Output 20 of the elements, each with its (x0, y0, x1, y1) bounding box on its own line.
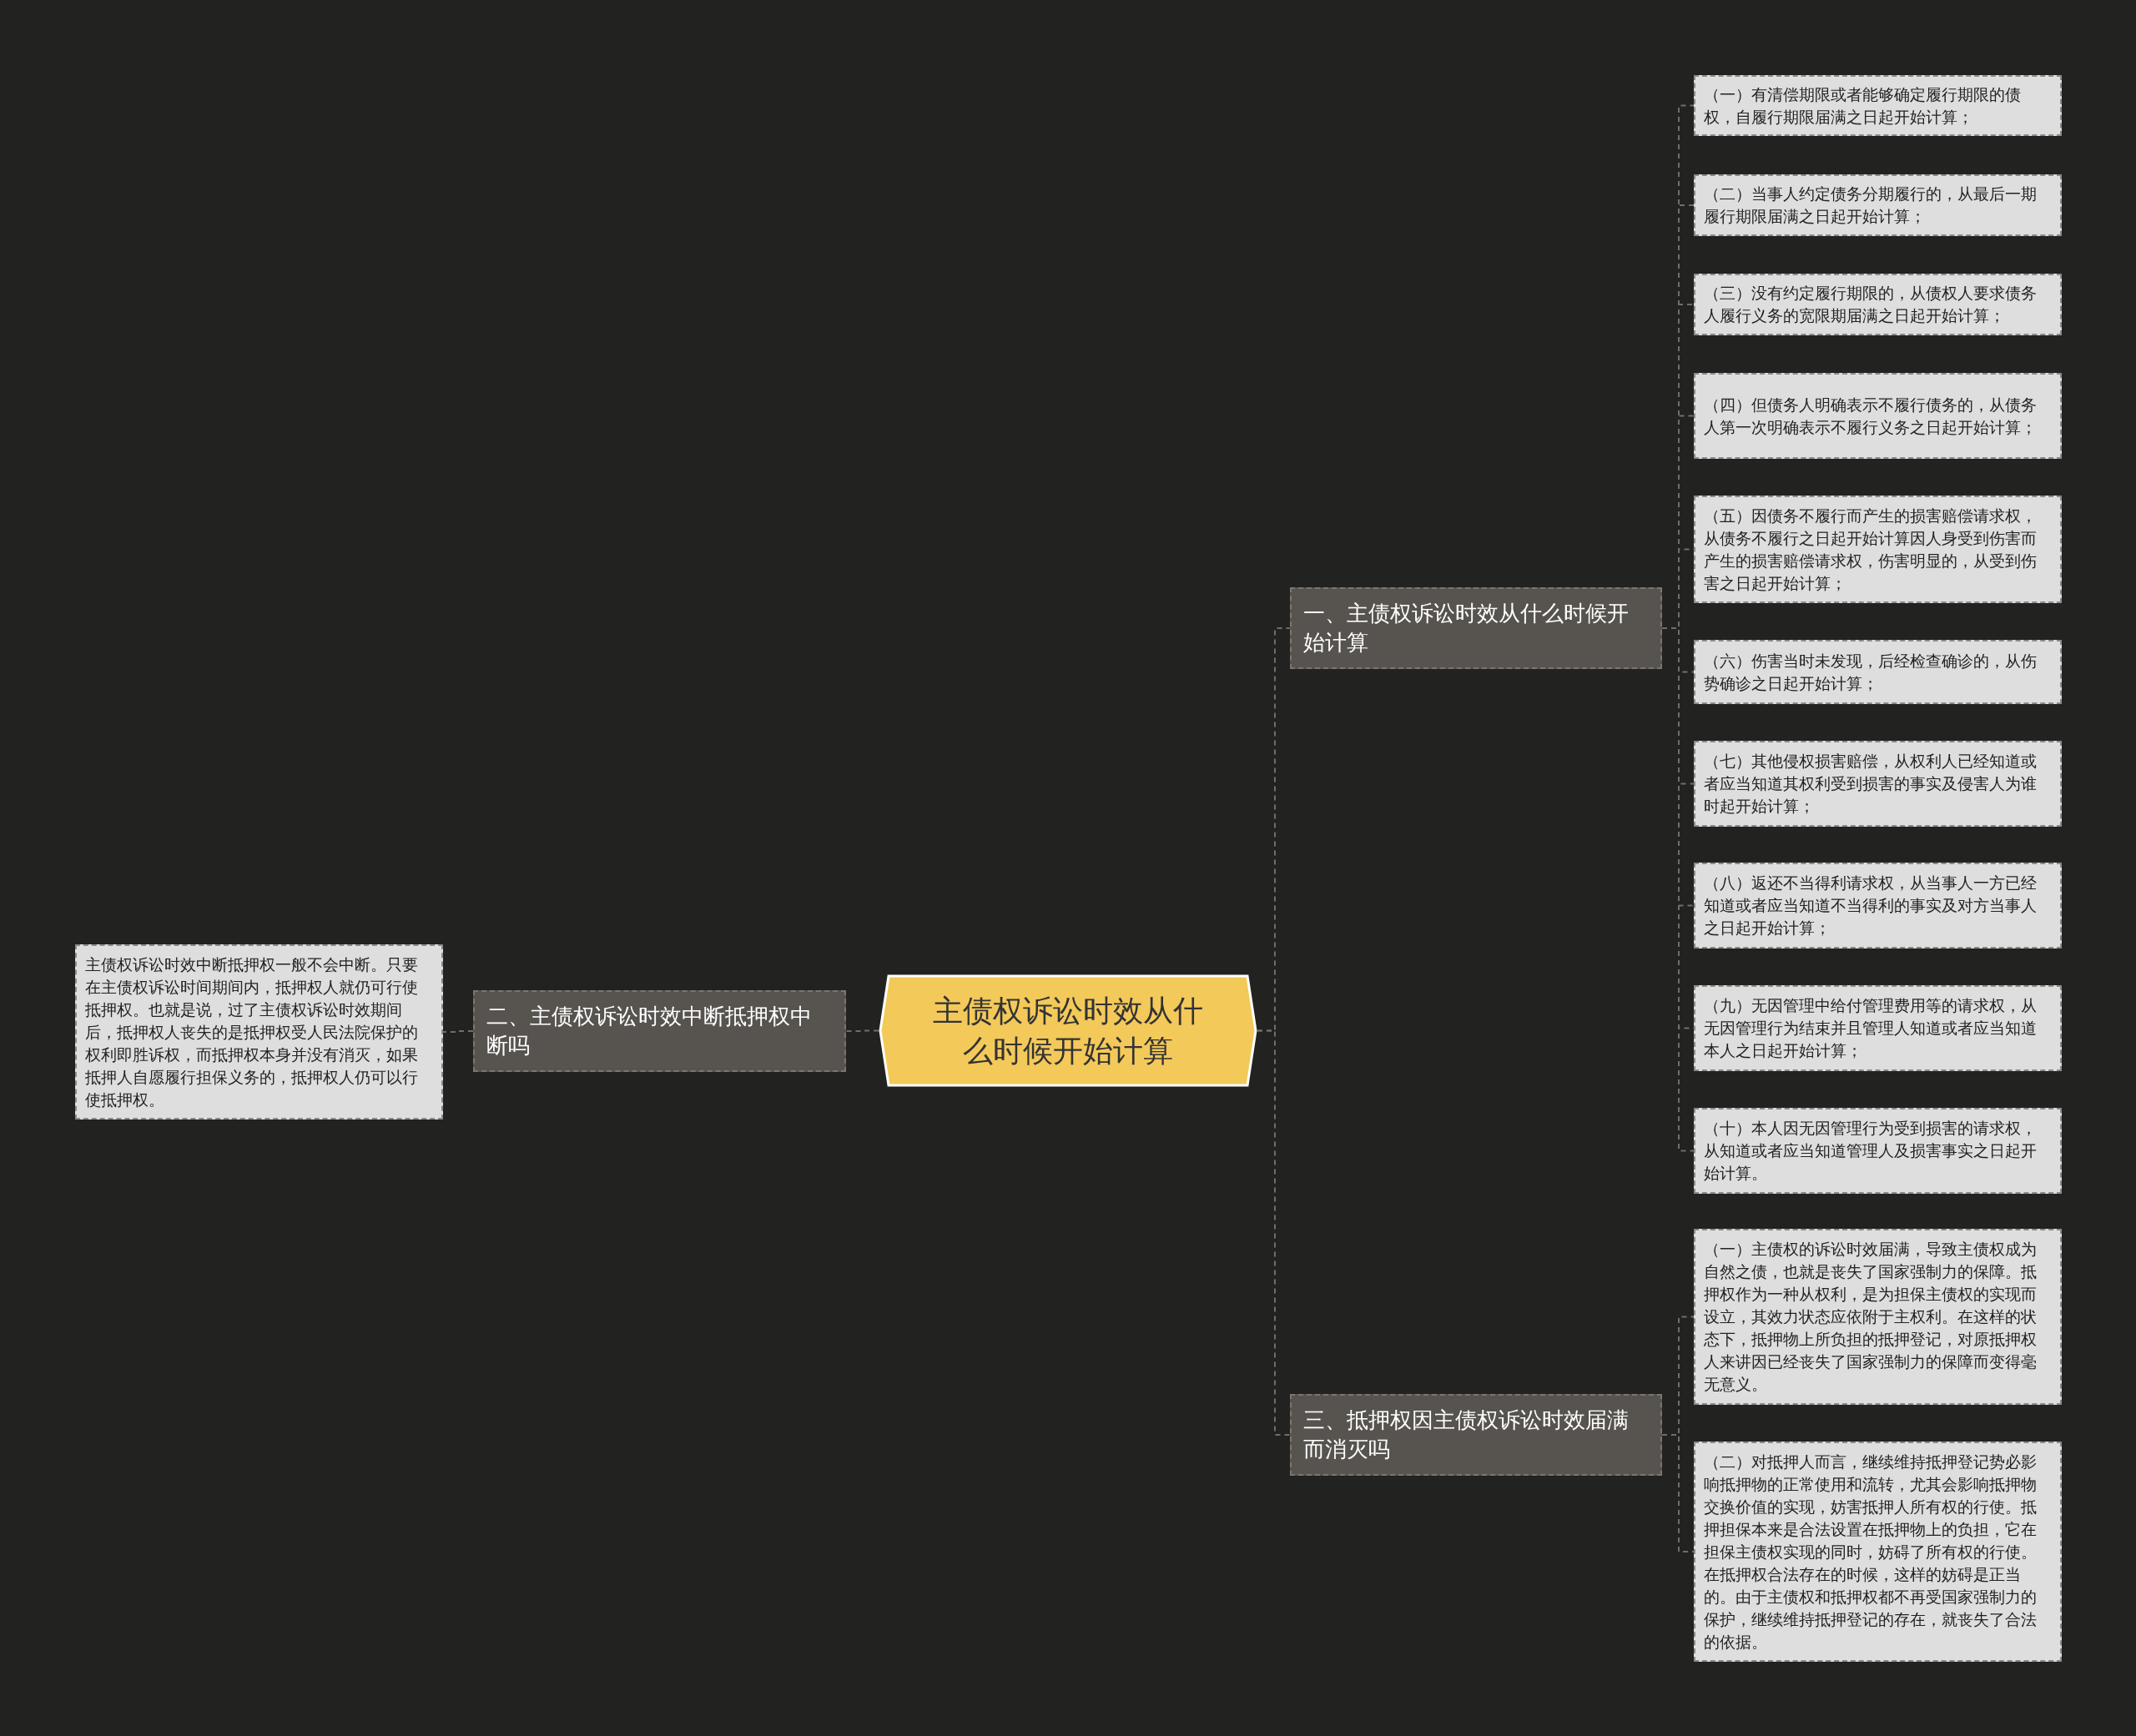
text-card: （六）伤害当时未发现，后经检查确诊的，从伤势确诊之日起开始计算； (1694, 640, 2062, 704)
text-card: （二）当事人约定债务分期履行的，从最后一期履行期限届满之日起开始计算； (1694, 174, 2062, 236)
connector-line (1661, 1434, 1695, 1552)
text-card: （七）其他侵权损害赔偿，从权利人已经知道或者应当知道其权利受到损害的事实及侵害人为谁时起开始计算； (1694, 741, 2062, 827)
text-card: （一）有清偿期限或者能够确定履行期限的债权，自履行期限届满之日起开始计算； (1694, 75, 2062, 136)
connector-line (442, 1030, 474, 1033)
text-card: （四）但债务人明确表示不履行债务的，从债务人第一次明确表示不履行义务之日起开始计算； (1694, 373, 2062, 459)
text-card: （九）无因管理中给付管理费用等的请求权，从无因管理行为结束并且管理人知道或者应当知道本人之日起开始计算； (1694, 985, 2062, 1071)
text-card: （五）因债务不履行而产生的损害赔偿请求权，从债务不履行之日起开始计算因人身受到伤害而产生的损害赔偿请求权，伤害明显的，从受到伤害之日起开始计算； (1694, 496, 2062, 603)
connector-line (1257, 1029, 1291, 1436)
text-card: （一）主债权的诉讼时效届满，导致主债权成为自然之债，也就是丧失了国家强制力的保障。抵押权作为一种从权利，是为担保主债权的实现而设立，其效力状态应依附于主权利。在这样的状态下，抵押物上所负担的抵押登记，对原抵押权人来讲因已经丧失了国家强制力的保障而变得毫无意义。 (1694, 1229, 2062, 1405)
text-card: （十）本人因无因管理行为受到损害的请求权，从知道或者应当知道管理人及损害事实之日起开始计算。 (1694, 1108, 2062, 1194)
text-card: （八）返还不当得利请求权，从当事人一方已经知道或者应当知道不当得利的事实及对方当事人之日起开始计算； (1694, 863, 2062, 949)
topic-box: 二、主债权诉讼时效中断抵押权中断吗 (473, 990, 846, 1072)
text-card: （二）对抵押人而言，继续维持抵押登记势必影响抵押物的正常使用和流转，尤其会影响抵押物交换价值的实现，妨害抵押人所有权的行使。抵押担保本来是合法设置在抵押物上的负担，它在担保主债权实现的同时，妨碍了所有权的行使。在抵押权合法存在的时候，这样的妨碍是正当的。由于主债权和抵押权都不再受国家强制力的保护，继续维持抵押登记的存在，就丧失了合法的依据。 (1694, 1442, 2062, 1662)
topic-box: 一、主债权诉讼时效从什么时候开始计算 (1290, 587, 1662, 669)
text-card: 主债权诉讼时效中断抵押权一般不会中断。只要在主债权诉讼时间期间内，抵押权人就仍可行使抵押权。也就是说，过了主债权诉讼时效期间后，抵押权人丧失的是抵押权受人民法院保护的权利即胜诉权，而抵押权本身并没有消灭，如果抵押人自愿履行担保义务的，抵押权人仍可以行使抵押权。 (75, 944, 443, 1120)
text-card: （三）没有约定履行期限的，从债权人要求债务人履行义务的宽限期届满之日起开始计算； (1694, 274, 2062, 335)
connector-line (845, 1029, 879, 1032)
topic-box: 三、抵押权因主债权诉讼时效届满而消灭吗 (1290, 1394, 1662, 1476)
